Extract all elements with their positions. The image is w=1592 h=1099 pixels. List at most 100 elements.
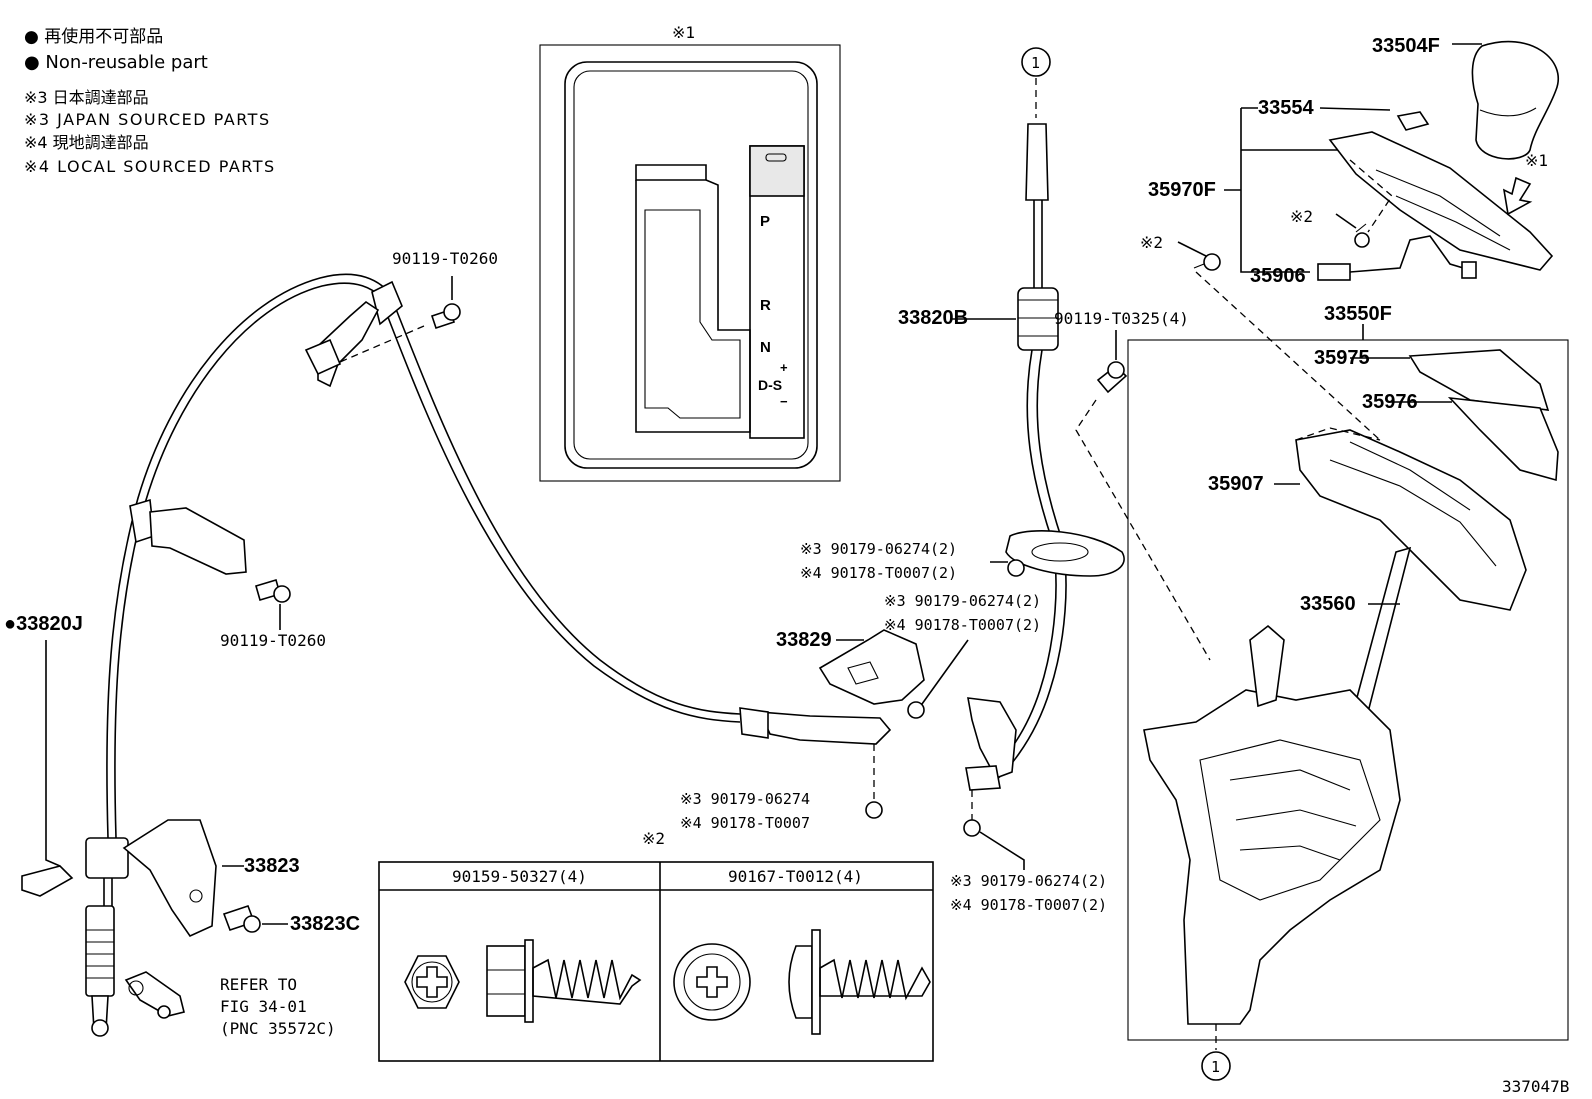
label-35970f: 35970F: [1148, 179, 1216, 201]
gear-plus: +: [780, 360, 788, 375]
cover-panel-35970f: [1328, 131, 1554, 271]
legend-non-reusable-en: ● Non-reusable part: [24, 52, 208, 73]
lever-base-post: [1249, 624, 1285, 708]
gear-n: N: [760, 339, 771, 356]
label-33823c: 33823C: [290, 913, 360, 935]
label-refer-3: (PNC 35572C): [220, 1019, 336, 1038]
label-33554: 33554: [1258, 97, 1314, 119]
refer-bracket-hole: [128, 980, 144, 996]
legend-local-sourced-en: ※4 LOCAL SOURCED PARTS: [24, 157, 276, 176]
bracket-33823: [122, 819, 288, 1019]
screw-1-part-number: 90159-50327(4): [452, 867, 587, 886]
hex-washer-ring: [411, 961, 453, 1003]
nut-33829: [907, 701, 925, 719]
cable-lower-run: [393, 303, 741, 715]
label-mark-2b: ※2: [1140, 233, 1163, 252]
cable-grommet: [1005, 530, 1125, 577]
cable-upper-run-2: [114, 282, 387, 839]
shift-knob-33504f: [1471, 40, 1559, 160]
harness-connector-2: [1461, 261, 1477, 279]
label-nut-c3: ※3 90179-06274: [680, 790, 810, 808]
knob-contour: [1479, 107, 1537, 117]
bolt-90119-t0260-mid: [255, 579, 291, 630]
view-arrow-icon: [1502, 176, 1533, 216]
bolt-top-dashline: [339, 325, 425, 363]
cable-end-fitting: [85, 837, 129, 879]
leader-screw-a: [1335, 213, 1357, 229]
mark-1: ※1: [1525, 151, 1548, 170]
legend-japan-sourced-jp: ※3 日本調達部品: [24, 88, 149, 107]
washer-side: [524, 939, 534, 1023]
label-nut-b4: ※4 90178-T0007(2): [884, 616, 1041, 634]
bolt-t0325-dashline: [1075, 399, 1211, 661]
label-nut-d3: ※3 90179-06274(2): [950, 872, 1107, 890]
label-nut-a4: ※4 90178-T0007(2): [800, 564, 957, 582]
housing-dash: [1295, 427, 1381, 441]
label-bolt-t0325: 90119-T0325(4): [1054, 309, 1189, 328]
label-33829: 33829: [776, 629, 832, 651]
inset-2-frame: [378, 861, 934, 1062]
cable-33820b-end: [1025, 123, 1049, 201]
screw-a-shank: [1355, 223, 1367, 233]
cable-clip: [21, 865, 74, 897]
housing-35907: [1295, 429, 1527, 611]
label-nut-a3: ※3 90179-06274(2): [800, 540, 957, 558]
gate-slot-top: [635, 164, 707, 181]
inset-1-title: ※1: [672, 23, 695, 42]
phillips-cross-icon: [416, 966, 448, 998]
thread-shank-1: [532, 958, 642, 1005]
shift-lever-assembly-33550f: 1: [1127, 324, 1569, 1081]
label-35976: 35976: [1362, 391, 1418, 413]
cable-mount-clamp: [739, 707, 769, 739]
bolt-90119-t0325: [1075, 330, 1211, 661]
adjuster-ribs: [1018, 299, 1058, 337]
label-refer-1: REFER TO: [220, 975, 297, 994]
label-33504f: 33504F: [1372, 35, 1440, 57]
gear-ds: D-S: [758, 377, 782, 393]
cable-end-boot: [85, 905, 115, 997]
bracket-tab-top: [304, 338, 342, 376]
nut-d: [963, 819, 981, 837]
label-35975: 35975: [1314, 347, 1370, 369]
cover-panel-ribs: [1375, 169, 1511, 251]
label-nut-d4: ※4 90178-T0007(2): [950, 896, 1107, 914]
lever-base-ribs: [1229, 769, 1357, 861]
inset-2-title: ※2: [642, 829, 665, 848]
ref-circle-bottom-num: 1: [1211, 1058, 1220, 1076]
bracket-33829: [739, 559, 1025, 870]
cable-mount-bracket: [758, 711, 892, 745]
thread-shank-2: [819, 958, 931, 1001]
refer-bracket-pin: [157, 1005, 171, 1019]
cable-lower-run-2: [385, 311, 741, 723]
screw-2-part-number: 90167-T0012(4): [728, 867, 863, 886]
indicator-inner-bezel: [573, 70, 809, 460]
shift-knob-assembly: ※1: [1177, 40, 1559, 441]
label-bolt-t0260-top: 90119-T0260: [392, 249, 498, 268]
screw-b-dashline: [1195, 271, 1381, 441]
legend-non-reusable-jp: ● 再使用不可部品: [24, 26, 163, 47]
legend-local-sourced-jp: ※4 現地調達部品: [24, 133, 149, 152]
grommet-hole: [1031, 542, 1089, 562]
refer-bracket: [124, 971, 185, 1017]
round-head-icon: [673, 943, 751, 1021]
cable-33820b-run-2: [985, 349, 1067, 789]
cable-end-rod: [103, 878, 113, 906]
ref-circle-top-num: 1: [1031, 54, 1040, 72]
housing-ribs: [1329, 441, 1497, 567]
label-nut-b3: ※3 90179-06274(2): [884, 592, 1041, 610]
dust-cover-35976: [1447, 396, 1559, 482]
label-35906: 35906: [1250, 265, 1306, 287]
leader-screw-b: [1177, 241, 1207, 257]
indicator-outer-bezel: [564, 61, 818, 469]
screw-a: [1354, 232, 1370, 248]
label-refer-2: FIG 34-01: [220, 997, 307, 1016]
hex-head-side: [486, 945, 526, 1017]
bracket-35970f-group: [1240, 108, 1310, 273]
leader-nut-b: [921, 639, 969, 705]
harness-connector: [1317, 263, 1351, 281]
label-33550f: 33550F: [1324, 303, 1392, 325]
assembly-frame: [1127, 339, 1569, 1041]
legend: ● 再使用不可部品 ● Non-reusable part ※3 日本調達部品 …: [24, 26, 276, 176]
bracket-33823-body: [122, 819, 217, 938]
